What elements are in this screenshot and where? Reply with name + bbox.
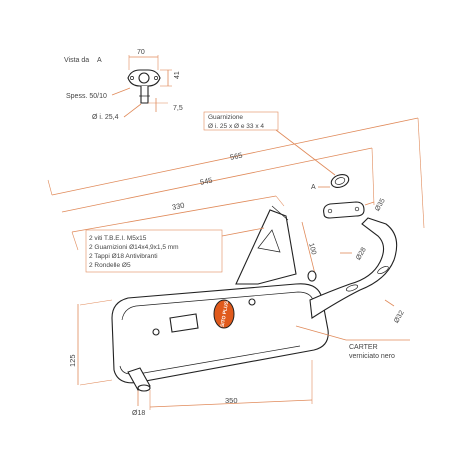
- kit-callout: 2 viti T.B.E.I. M5x15 2 Guarnizioni Ø14x…: [85, 227, 265, 273]
- gasket-callout: Guarnizione Ø i. 25 x Ø e 33 x 4 A: [203, 111, 350, 191]
- flange-detail-view: Vista da A 70 41 Spess. 50/10 Ø i. 25,4 …: [64, 49, 183, 121]
- mounting-bracket: [235, 209, 297, 285]
- dim-outlet: Ø18: [132, 410, 145, 417]
- tailpipe-end: [137, 384, 151, 392]
- bolt-right: [248, 298, 256, 306]
- gasket-ring: [330, 174, 350, 188]
- dim-header: 545: [199, 175, 213, 186]
- finish-subtitle: verniciato nero: [349, 353, 395, 360]
- dim-body-length: 350: [225, 396, 238, 405]
- finish-callout: CARTER verniciato nero: [295, 325, 410, 360]
- dim-overall: 565: [229, 150, 243, 161]
- collector-flange: [323, 201, 365, 219]
- inner-dia-label: Ø i. 25,4: [92, 114, 119, 121]
- kit-line-3: 2 Tappi Ø18 Antivibranti: [89, 253, 158, 260]
- dim-flange-width: 70: [137, 49, 145, 56]
- view-letter: A: [97, 57, 102, 64]
- gasket-title: Guarnizione: [208, 114, 243, 121]
- logo-text: SITO PLUS: [220, 300, 231, 328]
- dim-height: 125: [68, 354, 77, 367]
- thickness-label: Spess. 50/10: [66, 93, 107, 100]
- kit-line-4: 2 Rondelle Ø5: [89, 262, 131, 269]
- silencer-window: [169, 313, 199, 333]
- brand-logo: SITO PLUS: [213, 299, 235, 329]
- dim-flange-offset: 7,5: [173, 105, 183, 112]
- dim-pipe-mid: Ø28: [355, 246, 368, 261]
- exhaust-assembly: SITO PLUS: [111, 201, 398, 392]
- silencer-body: [111, 283, 329, 384]
- dim-collector: Ø35: [374, 197, 387, 212]
- dim-flange-height: 41: [174, 71, 181, 79]
- dim-mid: 330: [171, 200, 185, 211]
- overall-dimensions: 565 545 330 125 350 100 Ø18 35 Ø28: [47, 117, 425, 417]
- bolt-left: [152, 328, 160, 336]
- gasket-spec: Ø i. 25 x Ø e 33 x 4: [208, 123, 264, 130]
- bracket-bolt: [307, 270, 317, 282]
- header-pipe: [309, 217, 398, 319]
- kit-line-1: 2 viti T.B.E.I. M5x15: [89, 235, 147, 242]
- view-label: Vista da: [64, 57, 89, 64]
- flange-stub: [140, 86, 149, 104]
- flange-bore: [138, 72, 150, 84]
- gasket-letter: A: [311, 184, 316, 191]
- kit-line-2: 2 Guarnizioni Ø14x4,9x1,5 mm: [89, 244, 179, 251]
- dim-bracket: 100: [307, 242, 317, 255]
- dim-pipe-end: Ø32: [393, 309, 406, 324]
- finish-title: CARTER: [349, 344, 378, 351]
